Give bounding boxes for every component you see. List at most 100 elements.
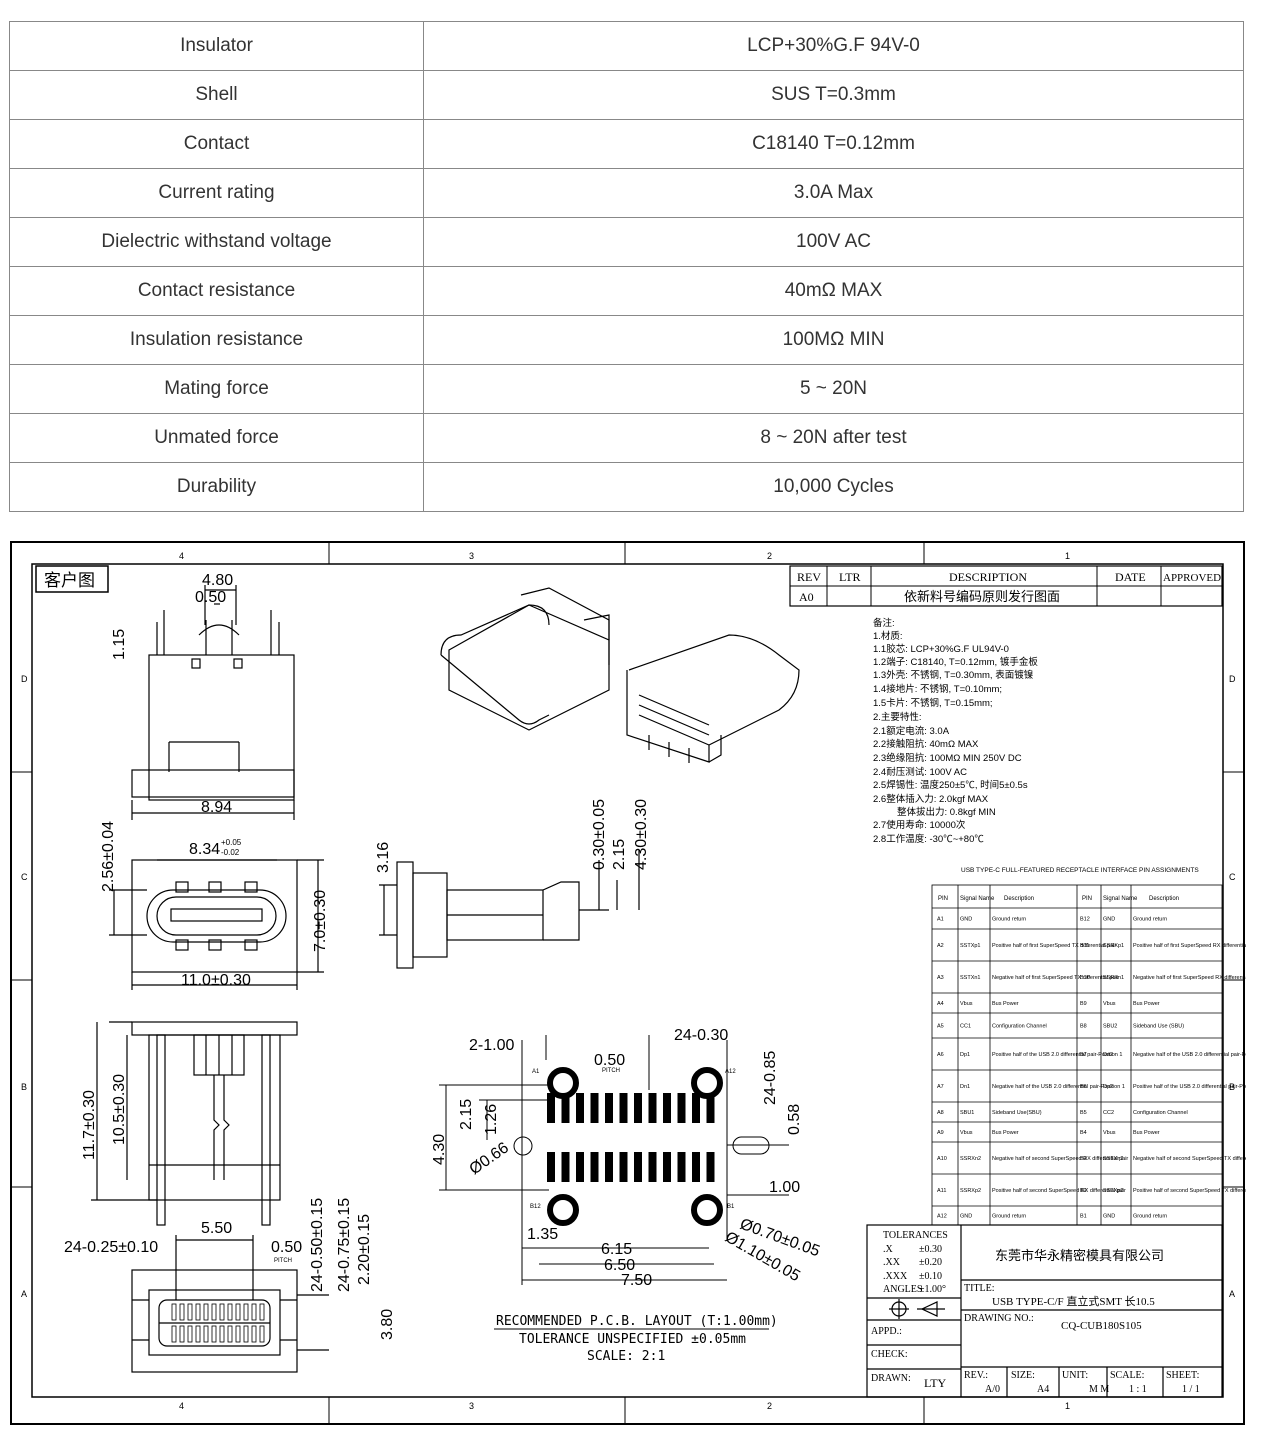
note-line: 2.3绝缘阻抗: 100MΩ MIN 250V DC [873, 752, 1022, 764]
pin-table-cell: SSRXn2 [960, 1156, 981, 1162]
rev-label: REV.: [964, 1370, 988, 1381]
pin-table-cell: SSTXn2 [1103, 1156, 1123, 1162]
pin-table-cell: B11 [1080, 943, 1089, 949]
appd-label: APPD.: [871, 1326, 902, 1337]
pcb-pad [561, 1152, 570, 1182]
pin-table-cell: Bus Power [992, 1001, 1019, 1007]
tolerance-value: ±0.20 [919, 1257, 942, 1268]
pcb-pad [677, 1093, 686, 1123]
locating-hole [513, 1136, 533, 1156]
spec-value: LCP+30%G.F 94V-0 [423, 21, 1244, 71]
pin-table: PIN Signal Name Description PIN Signal N… [931, 884, 1246, 1226]
drawing-title: USB TYPE-C/F 直立式SMT 长10.5 [992, 1294, 1155, 1308]
pcb-pad [692, 1093, 700, 1123]
tolerance-key: .X [883, 1244, 894, 1255]
pcb-pad [663, 1093, 671, 1123]
pin-table-cell: B6 [1080, 1084, 1087, 1090]
pin-table-cell: SSTXp2 [1103, 1188, 1123, 1194]
pin-table-cell: Ground return [1133, 1214, 1167, 1220]
grid-number: 2 [767, 551, 772, 561]
pcb-pad [634, 1093, 642, 1123]
pin-table-cell: B12 [1080, 917, 1090, 923]
spec-value: 3.0A Max [423, 168, 1244, 218]
mounting-hole [547, 1067, 579, 1099]
pin-header: Description [1004, 896, 1034, 902]
pin-table-cell: SSRXp1 [1103, 943, 1124, 949]
unit-value: M M [1089, 1384, 1109, 1395]
pin-table-cell: Negative half of first SuperSpeed TX dif… [992, 975, 1119, 981]
pin-table-cell: Ground return [992, 1214, 1026, 1220]
pin-table-title: USB TYPE-C FULL-FEATURED RECEPTACLE INTE… [961, 867, 1199, 874]
check-label: CHECK: [871, 1349, 908, 1360]
spec-label: Contact [9, 119, 424, 169]
pin-table-cell: Negative half of second SuperSpeed RX di… [992, 1156, 1128, 1162]
contact-pin [235, 1303, 241, 1321]
contact-pin [187, 1325, 193, 1343]
note-line: 2.1额定电流: 3.0A [873, 725, 950, 737]
pin-table-cell: Negative half of first SuperSpeed RX dif… [1133, 975, 1246, 981]
grid-number: 1 [1065, 1401, 1070, 1411]
note-line: 2.2接触阻抗: 40mΩ MAX [873, 738, 979, 750]
revision-block: REV LTR DESCRIPTION DATE APPROVED A0 依新料… [789, 565, 1223, 607]
pin-table-cell: A4 [937, 1001, 944, 1007]
dim-label: 24-0.30 [674, 1027, 728, 1044]
dim-label: 10.5±0.30 [111, 1074, 128, 1145]
pin-table-cell: Configuration Channel [992, 1024, 1047, 1030]
spec-label: Insulation resistance [9, 315, 424, 365]
pin-table-cell: A11 [937, 1188, 946, 1194]
contact-pin [235, 1325, 241, 1343]
spec-label: Dielectric withstand voltage [9, 217, 424, 267]
spec-label: Mating force [9, 364, 424, 414]
spec-label: Current rating [9, 168, 424, 218]
dim-label: 4.30 [431, 1134, 448, 1165]
grid-number: 1 [1065, 551, 1070, 561]
spec-label: Shell [9, 70, 424, 120]
note-line: 2.7使用寿命: 10000次 [873, 819, 966, 831]
grid-letter: C [1229, 872, 1236, 882]
dim-label: 1.35 [527, 1226, 558, 1243]
pin-table-cell: Negative half of second SuperSpeed TX di… [1133, 1156, 1246, 1162]
contact-pin [227, 1303, 233, 1321]
pin-table-cell: GND [960, 1214, 972, 1220]
pin-table-cell: A9 [937, 1130, 944, 1136]
pin-table-cell: SSRXp2 [960, 1188, 981, 1194]
spec-value: 8 ~ 20N after test [423, 413, 1244, 463]
dim-label: 4.30±0.30 [633, 799, 650, 870]
dim-label: 8.94 [201, 799, 232, 816]
note-line: 1.4接地片: 不锈钢, T=0.10mm; [873, 683, 1002, 695]
contact-pin [259, 1303, 265, 1321]
spec-value: C18140 T=0.12mm [423, 119, 1244, 169]
dim-label: 1.15 [111, 629, 128, 660]
pin-table-cell: A6 [937, 1052, 944, 1058]
pin-table-cell: A5 [937, 1024, 944, 1030]
pin-table-cell: SSTXp1 [960, 943, 980, 949]
pin-table-cell: SBU2 [1103, 1024, 1117, 1030]
note-line: 1.2端子: C18140, T=0.12mm, 镀手金板 [873, 656, 1038, 668]
pin-table-cell: B5 [1080, 1110, 1087, 1116]
tolerance-value: ±0.10 [919, 1271, 942, 1282]
tolerance-key: ANGLES [883, 1284, 922, 1295]
bottom-view [131, 1235, 329, 1373]
grid-letter: B [21, 1082, 27, 1092]
pcb-pad [677, 1152, 686, 1182]
spec-value: SUS T=0.3mm [423, 70, 1244, 120]
dim-label: 11.7±0.30 [81, 1090, 98, 1160]
grid-letter: D [21, 674, 28, 684]
contact-pin [219, 1303, 225, 1321]
grid-letter: B [1229, 1082, 1235, 1092]
dim-label: 0.50 [271, 1239, 302, 1256]
pin-table-cell: Sideband Use(SBU) [992, 1110, 1042, 1116]
description-header: DESCRIPTION [949, 570, 1027, 584]
pin-table-cell: A1 [937, 917, 944, 923]
pcb-pad [648, 1093, 657, 1123]
dim-label: 3.16 [375, 842, 392, 873]
grid-letter: A [1229, 1289, 1235, 1299]
pin-table-cell: A10 [937, 1156, 947, 1162]
spec-value: 100MΩ MIN [423, 315, 1244, 365]
pin-table-cell: Configuration Channel [1133, 1110, 1188, 1116]
rev-header: REV [797, 570, 821, 584]
pin-header: PIN [938, 896, 948, 902]
